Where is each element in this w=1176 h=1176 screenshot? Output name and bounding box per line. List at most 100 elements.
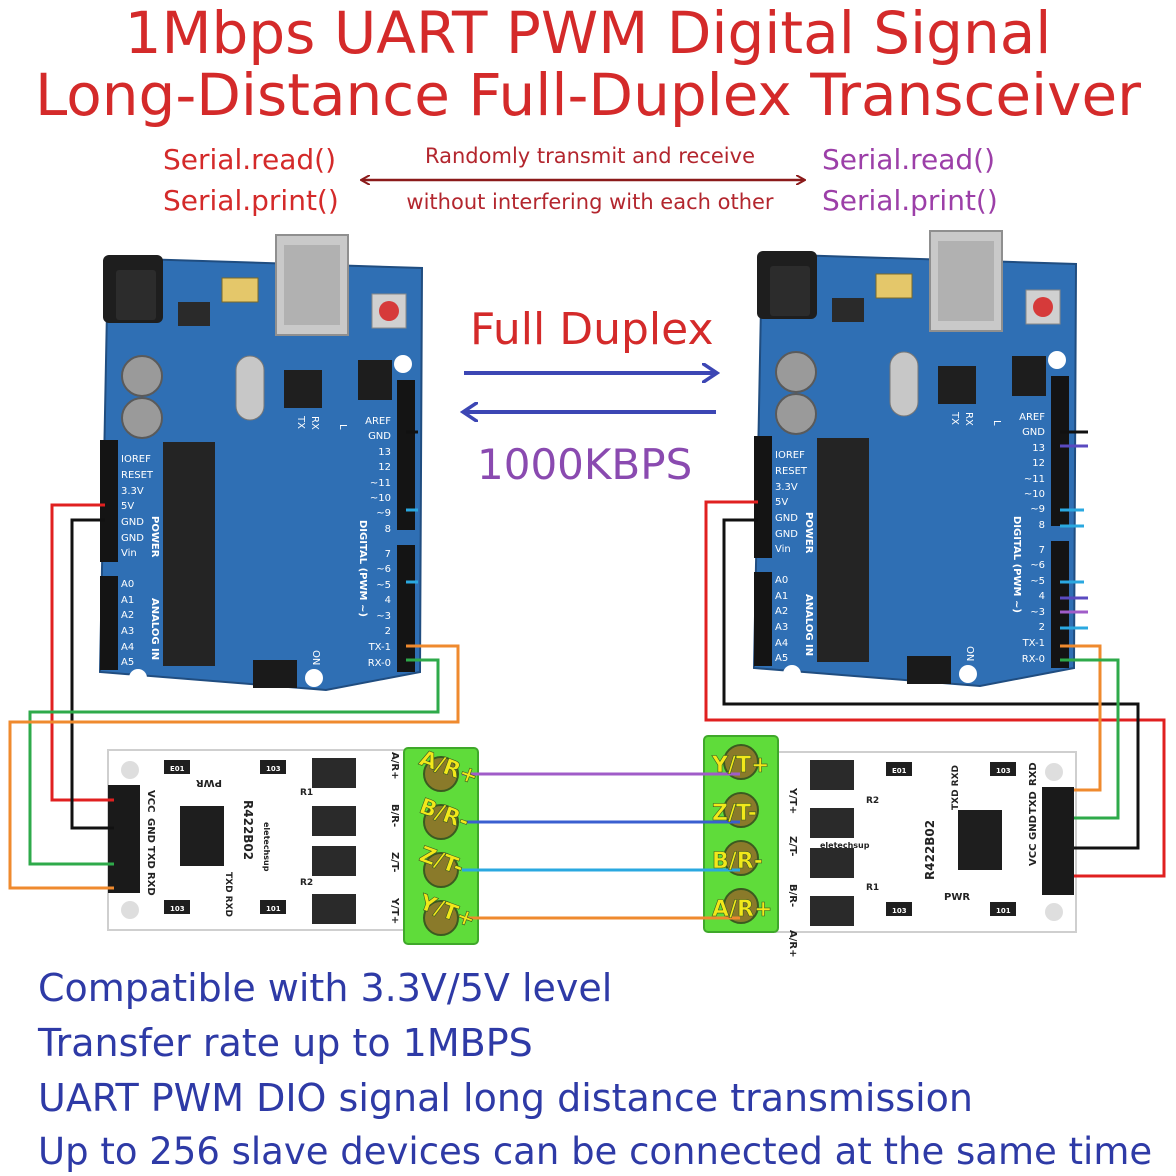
arduino-right-dtop-3: 12	[1032, 458, 1045, 469]
serial-read-right: Serial.read()	[822, 143, 996, 176]
terminal-right-3: A/R+	[712, 897, 772, 922]
arduino-right-dbot-7: RX-0	[1022, 654, 1045, 665]
feature-2: Transfer rate up to 1MBPS	[38, 1021, 533, 1065]
arduino-left	[98, 234, 424, 692]
arduino-right-power-1: RESET	[775, 466, 808, 477]
module-right-side-label: TXD RXD	[951, 765, 961, 810]
module-left-code-1: 103	[266, 765, 281, 773]
arduino-left-dtop-5: ~10	[370, 493, 391, 504]
arduino-left-power-4: GND	[121, 517, 144, 528]
module-right-model: R422B02	[923, 820, 937, 880]
arduino-left-dbot-7: RX-0	[368, 658, 391, 669]
arduino-right-dtop-7: 8	[1039, 520, 1045, 531]
arduino-left-analog-3: A3	[121, 626, 134, 637]
module-right-code-1: 103	[996, 767, 1011, 775]
arduino-left-power-title: POWER	[149, 516, 160, 558]
arduino-right-analog-1: A1	[775, 591, 788, 602]
arduino-left-dtop-1: GND	[368, 431, 391, 442]
module-left-silk-b: B/R-	[389, 804, 400, 827]
terminal-right-1: Z/T-	[712, 801, 757, 826]
arduino-left-power-6: Vin	[121, 548, 137, 559]
wire-right-tx	[1060, 644, 1102, 792]
arduino-right-power-0: IOREF	[775, 450, 805, 461]
arduino-left-dbot-5: 2	[385, 626, 391, 637]
arduino-right-analog-title: ANALOG IN	[803, 594, 814, 656]
module-right	[775, 751, 1077, 933]
arduino-right-dbot-4: ~3	[1030, 607, 1045, 618]
arduino-right-analog-4: A4	[775, 638, 788, 649]
module-left-code-0: E01	[170, 765, 185, 773]
module-right-code-0: E01	[892, 767, 907, 775]
arduino-left-dbot-3: 4	[385, 595, 391, 606]
module-left-r1: R1	[300, 788, 313, 798]
module-left-pin-gnd: GND	[145, 818, 156, 843]
arduino-right-dbot-0: 7	[1039, 545, 1045, 556]
wire-right-gnd	[722, 518, 1140, 850]
module-right-r1: R1	[866, 883, 879, 893]
arduino-right-power-4: GND	[775, 513, 798, 524]
module-right-silk-z: Z/T-	[787, 836, 798, 856]
module-left-code-2: 103	[170, 905, 185, 913]
arduino-right-power-title: POWER	[803, 512, 814, 554]
arduino-left-dbot-2: ~5	[376, 580, 391, 591]
arduino-right	[752, 230, 1078, 688]
feature-1: Compatible with 3.3V/5V level	[38, 966, 613, 1010]
arduino-right-dtop-6: ~9	[1030, 504, 1045, 515]
arduino-left-led-l: L	[337, 424, 348, 430]
wire-left-rx	[28, 658, 440, 866]
module-right-silk-y: Y/T+	[787, 787, 798, 814]
module-left-pwr: PWR	[196, 777, 222, 788]
module-right-pin-rxd: RXD	[1028, 762, 1039, 786]
arduino-right-dbot-1: ~6	[1030, 560, 1045, 571]
arduino-right-dtop-4: ~11	[1024, 474, 1045, 485]
arduino-left-led-tx: TX	[295, 415, 306, 429]
module-left-pin-txd: TXD	[145, 846, 156, 869]
arduino-left-power-1: RESET	[121, 470, 154, 481]
arduino-left-analog-title: ANALOG IN	[149, 598, 160, 660]
rate-label: 1000KBPS	[477, 440, 693, 489]
module-left-code-3: 101	[266, 905, 281, 913]
wire-left-5v	[50, 503, 114, 802]
module-right-pin-txd: TXD	[1028, 791, 1039, 814]
wire-left-tx	[8, 644, 460, 890]
arduino-left-led-rx: RX	[309, 416, 320, 430]
arduino-left-analog-1: A1	[121, 595, 134, 606]
arduino-right-on: ON	[964, 646, 975, 661]
arduino-right-power-2: 3.3V	[775, 482, 798, 493]
arduino-left-dtop-2: 13	[378, 447, 391, 458]
module-right-code-3: 101	[996, 907, 1011, 915]
module-left-pin-rxd: RXD	[145, 872, 156, 896]
arduino-left-dtop-3: 12	[378, 462, 391, 473]
arduino-right-dbot-6: TX-1	[1022, 638, 1045, 649]
arduino-right-power-5: GND	[775, 529, 798, 540]
arduino-right-dtop-0: AREF	[1019, 412, 1045, 423]
feature-3: UART PWM DIO signal long distance transm…	[38, 1076, 973, 1120]
module-right-r2: R2	[866, 796, 879, 806]
serial-read-left: Serial.read()	[163, 143, 337, 176]
arduino-left-on: ON	[310, 650, 321, 665]
arduino-right-dbot-3: 4	[1039, 591, 1045, 602]
module-left	[107, 749, 409, 931]
module-right-pin-vcc: VCC	[1028, 844, 1039, 866]
arduino-right-led-tx: TX	[949, 411, 960, 425]
module-left-side-label: TXD RXD	[223, 872, 233, 917]
arduino-right-analog-0: A0	[775, 575, 788, 586]
arduino-left-power-3: 5V	[121, 501, 134, 512]
arduino-left-analog-5: A5	[121, 657, 134, 668]
feature-4: Up to 256 slave devices can be connected…	[38, 1130, 1153, 1173]
arduino-right-led-rx: RX	[963, 412, 974, 426]
arduino-right-dtop-2: 13	[1032, 443, 1045, 454]
module-right-pwr: PWR	[944, 892, 970, 903]
module-left-pin-vcc: VCC	[145, 790, 156, 812]
arduino-left-dtop-4: ~11	[370, 478, 391, 489]
module-left-silk-y: Y/T+	[389, 897, 400, 924]
arduino-left-analog-2: A2	[121, 610, 134, 621]
module-right-silk-b: B/R-	[787, 884, 798, 907]
module-left-brand: eletechsup	[262, 822, 271, 872]
arduino-right-analog-5: A5	[775, 653, 788, 664]
terminal-right-2: B/R-	[712, 849, 763, 874]
module-left-silk-z: Z/T-	[389, 852, 400, 872]
arduino-right-dtop-1: GND	[1022, 427, 1045, 438]
